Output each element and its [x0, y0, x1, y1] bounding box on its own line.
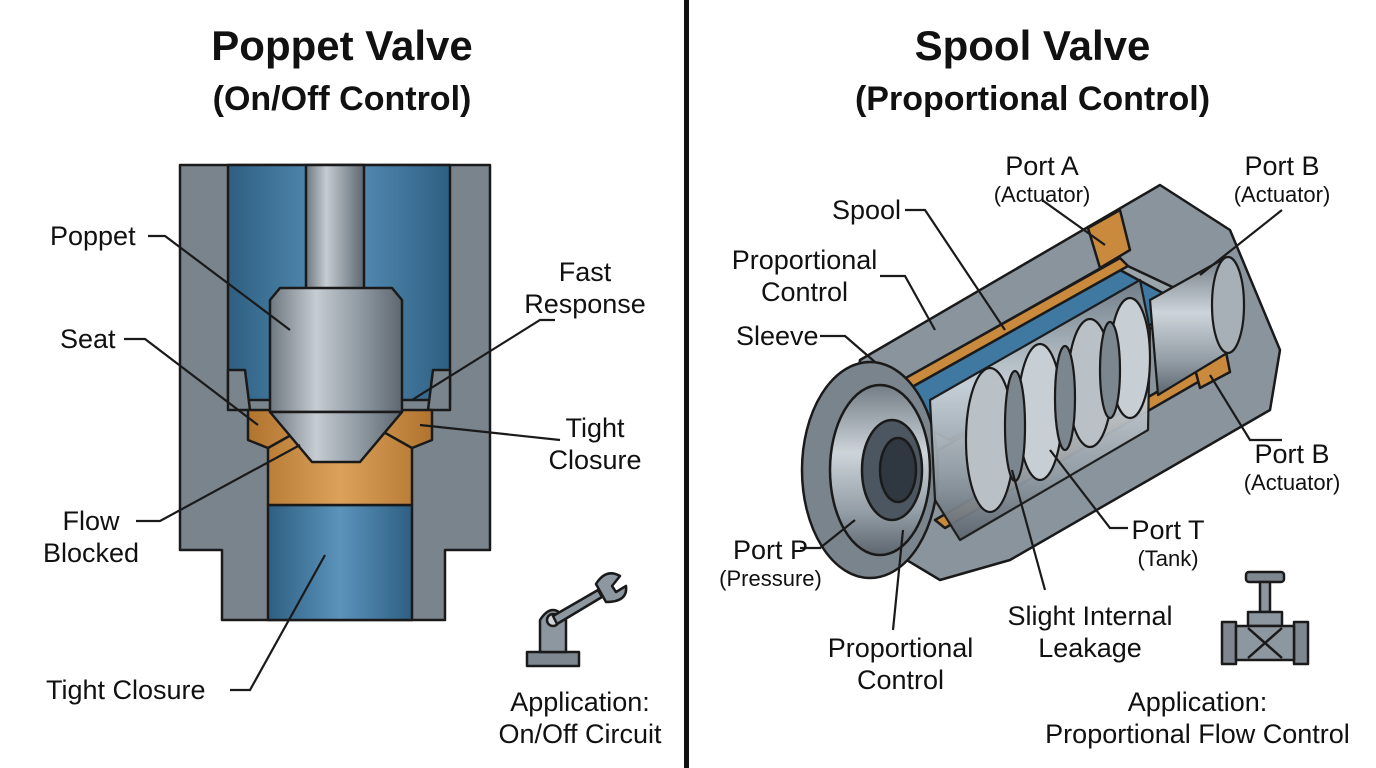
label-flow-blocked: Flow Blocked — [36, 505, 146, 569]
label-proportional-control-bottom: Proportional Control — [818, 632, 983, 696]
label-tight-closure-bottom: Tight Closure — [46, 675, 206, 705]
label-slight-internal-leakage: Slight Internal Leakage — [995, 600, 1185, 664]
label-port-t: Port T (Tank) — [1118, 514, 1218, 572]
poppet — [268, 163, 404, 464]
label-fast-response-line1: Fast — [558, 257, 612, 287]
label-tight-closure-line2: Closure — [548, 445, 642, 475]
label-port-p: Port P (Pressure) — [708, 534, 833, 592]
spool-valve-title: Spool Valve — [914, 22, 1151, 69]
label-prop-control-bottom-line2: Control — [856, 665, 945, 695]
label-port-t-name: Port T — [1131, 515, 1205, 545]
right-application-line1: Application: — [1127, 687, 1268, 717]
gate-valve-icon — [1220, 570, 1310, 666]
label-flow-blocked-line1: Flow — [62, 506, 120, 536]
label-seat: Seat — [60, 324, 116, 354]
label-port-b-right-sub: (Actuator) — [1243, 470, 1341, 495]
label-proportional-control-top: Proportional Control — [722, 244, 887, 308]
label-port-a-name: Port A — [1005, 151, 1079, 181]
label-port-p-sub: (Pressure) — [719, 566, 822, 591]
spool — [928, 255, 1246, 542]
left-application-line1: Application: — [510, 687, 650, 717]
label-leakage-line1: Slight Internal — [1007, 601, 1173, 631]
right-leader-lines — [800, 199, 1283, 631]
label-prop-control-top-line1: Proportional — [731, 245, 878, 275]
label-flow-blocked-line2: Blocked — [42, 538, 140, 568]
panel-divider — [684, 0, 689, 768]
label-port-b-top: Port B (Actuator) — [1222, 150, 1342, 208]
label-port-a-sub: (Actuator) — [993, 182, 1091, 207]
label-port-p-name: Port P — [732, 535, 809, 565]
label-fast-response-line2: Response — [524, 289, 646, 319]
right-application-line2: Proportional Flow Control — [1045, 719, 1350, 749]
label-port-b-top-sub: (Actuator) — [1233, 182, 1331, 207]
left-application-caption: Application: On/Off Circuit — [485, 686, 675, 750]
poppet-valve-title: Poppet Valve — [211, 22, 473, 69]
left-leader-lines — [124, 234, 561, 692]
label-port-b-right: Port B (Actuator) — [1232, 438, 1352, 496]
label-spool: Spool — [832, 195, 902, 225]
label-tight-closure-line1: Tight — [565, 413, 625, 443]
label-port-t-sub: (Tank) — [1137, 546, 1199, 571]
label-poppet: Poppet — [50, 221, 136, 251]
wrench-on-stand-icon — [525, 572, 628, 668]
left-application-line2: On/Off Circuit — [498, 719, 662, 749]
label-prop-control-bottom-line1: Proportional — [827, 633, 974, 663]
label-port-b-right-name: Port B — [1254, 439, 1330, 469]
poppet-valve-subtitle: (On/Off Control) — [212, 80, 472, 118]
label-tight-closure-right: Tight Closure — [540, 412, 650, 476]
label-leakage-line2: Leakage — [1038, 633, 1142, 663]
label-sleeve: Sleeve — [736, 321, 819, 351]
label-fast-response: Fast Response — [520, 256, 650, 320]
label-prop-control-top-line2: Control — [760, 277, 849, 307]
label-port-b-top-name: Port B — [1244, 151, 1320, 181]
spool-valve-subtitle: (Proportional Control) — [854, 80, 1211, 118]
right-application-caption: Application: Proportional Flow Control — [1035, 686, 1360, 750]
label-port-a: Port A (Actuator) — [982, 150, 1102, 208]
